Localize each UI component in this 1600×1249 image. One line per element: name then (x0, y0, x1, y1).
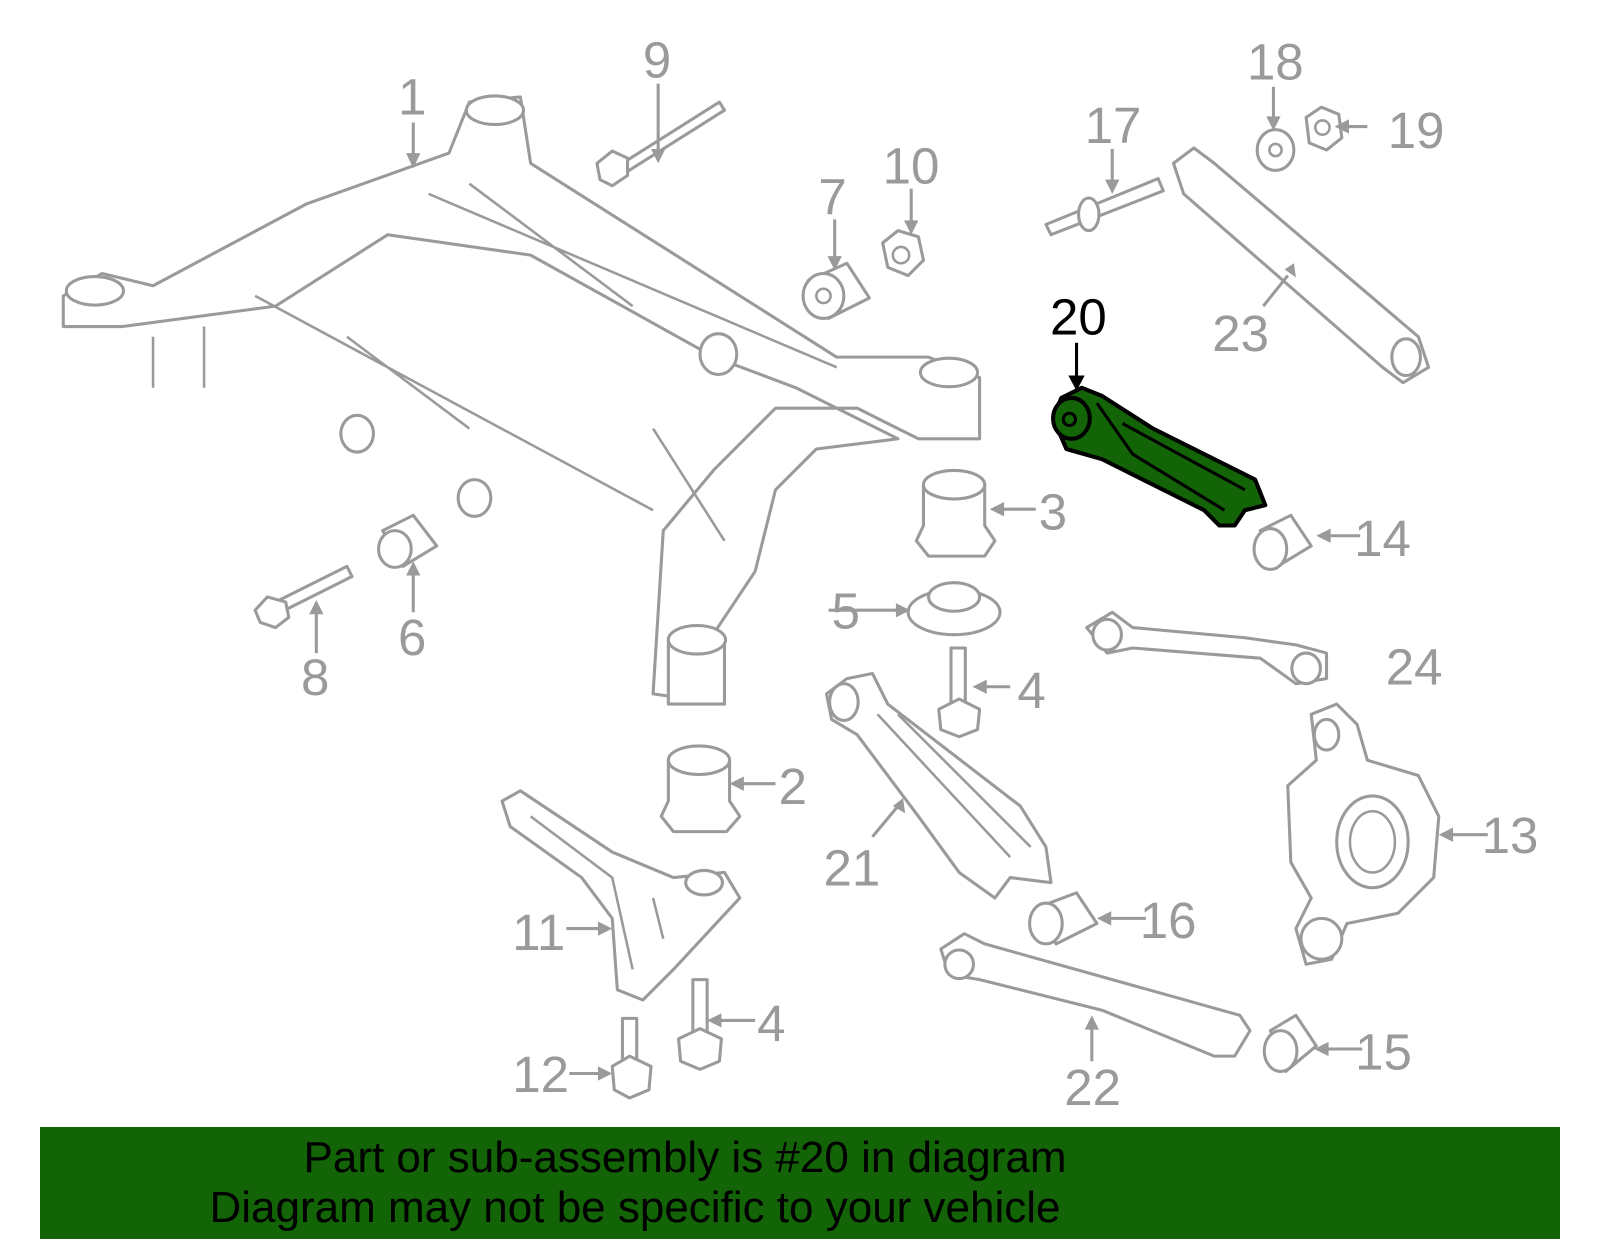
part-20-control-arm-highlighted[interactable] (1051, 385, 1268, 528)
part-3-mount[interactable] (914, 468, 997, 558)
callout-4-upper: 4 (1017, 662, 1045, 719)
callout-10: 10 (883, 138, 940, 195)
part-18-washer[interactable] (1255, 128, 1296, 172)
part-7-bushing[interactable] (801, 261, 871, 320)
callout-4-lower: 4 (757, 995, 785, 1052)
part-6-bushing[interactable] (377, 513, 439, 569)
part-24-link[interactable] (1085, 610, 1329, 686)
callout-7: 7 (818, 168, 846, 225)
callout-14: 14 (1354, 510, 1411, 567)
part-8-bolt[interactable] (253, 564, 354, 630)
callout-17: 17 (1085, 97, 1142, 154)
callout-5: 5 (832, 583, 860, 640)
callout-2: 2 (779, 758, 807, 815)
callout-13: 13 (1482, 807, 1539, 864)
part-22-control-arm[interactable] (939, 932, 1252, 1058)
callout-9: 9 (643, 32, 671, 89)
callout-8: 8 (301, 649, 329, 706)
callout-15: 15 (1355, 1023, 1412, 1080)
part-10-nut[interactable] (881, 229, 925, 278)
banner-line-2: Diagram may not be specific to your vehi… (209, 1183, 1061, 1232)
callout-11: 11 (512, 904, 565, 961)
part-19-nut[interactable] (1304, 105, 1344, 152)
callout-24: 24 (1386, 639, 1443, 696)
info-banner: Part or sub-assembly is #20 in diagram D… (40, 1127, 1560, 1239)
part-21-control-arm[interactable] (825, 671, 1053, 900)
part-12-bolt[interactable] (610, 1016, 653, 1100)
callout-16: 16 (1140, 892, 1197, 949)
callout-12: 12 (512, 1046, 569, 1103)
part-17-bolt[interactable] (1044, 177, 1165, 237)
part-23-control-arm[interactable] (1171, 146, 1431, 385)
callout-1: 1 (398, 68, 426, 125)
leader-arrows (309, 83, 1488, 1081)
part-16-bushing[interactable] (1028, 891, 1099, 946)
part-15-bushing[interactable] (1262, 1013, 1318, 1073)
callout-22: 22 (1064, 1059, 1121, 1116)
part-4-bolt-lower[interactable] (677, 978, 723, 1071)
part-4-bolt-upper[interactable] (937, 646, 982, 739)
callout-18: 18 (1247, 34, 1304, 91)
part-14-bushing[interactable] (1252, 513, 1313, 571)
part-1-subframe[interactable] (61, 94, 982, 706)
callout-20: 20 (1050, 289, 1107, 346)
callout-23: 23 (1212, 305, 1269, 362)
callout-21: 21 (823, 840, 880, 897)
part-2-mount[interactable] (659, 744, 742, 834)
callout-3: 3 (1039, 484, 1067, 541)
part-9-bolt[interactable] (595, 100, 727, 188)
banner-line-1: Part or sub-assembly is #20 in diagram (303, 1133, 1067, 1182)
callout-6: 6 (398, 609, 426, 666)
callout-19: 19 (1388, 102, 1445, 159)
part-11-bracket[interactable] (500, 789, 742, 1002)
part-13-knuckle[interactable] (1286, 702, 1441, 966)
part-5-washer[interactable] (906, 581, 1002, 637)
